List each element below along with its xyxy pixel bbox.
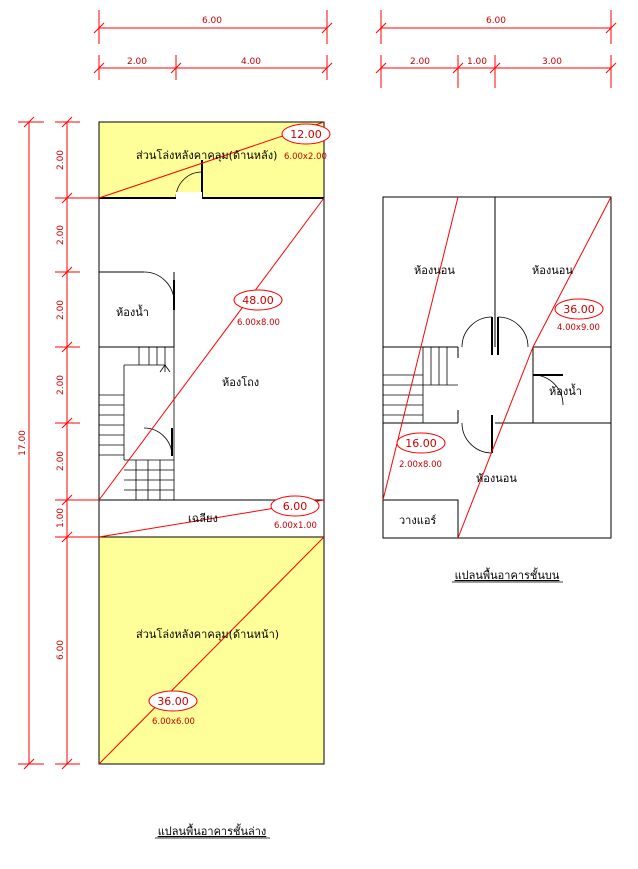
room-label-hall: ห้องโถง bbox=[222, 375, 259, 389]
upper-width-part: 1.00 bbox=[467, 57, 487, 67]
ground-depth-part: 2.00 bbox=[56, 300, 66, 320]
ground-width-part: 2.00 bbox=[127, 57, 147, 67]
area-diagonal-upper-3 bbox=[382, 196, 459, 501]
area-diagonal-main bbox=[98, 197, 325, 501]
rear-door bbox=[175, 160, 203, 200]
room-label-upper-bathroom: ห้องน้ำ bbox=[549, 383, 582, 398]
ground-depth-dimensions bbox=[18, 116, 99, 770]
ground-staircase bbox=[98, 346, 175, 501]
area-diagonal-upper-2 bbox=[457, 346, 534, 539]
area-calc: 4.00x9.00 bbox=[557, 323, 600, 333]
ground-width-part: 4.00 bbox=[241, 57, 261, 67]
area-value: 48.00 bbox=[242, 294, 274, 307]
area-calc: 6.00x8.00 bbox=[237, 318, 280, 328]
area-badge: 6.00 6.00x1.00 bbox=[270, 495, 320, 531]
ground-depth-total: 17.00 bbox=[18, 430, 28, 456]
area-badge: 36.00 4.00x9.00 bbox=[554, 298, 604, 333]
area-calc: 6.00x1.00 bbox=[274, 521, 317, 531]
ground-depth-part: 2.00 bbox=[56, 150, 66, 170]
porch-area bbox=[98, 499, 325, 538]
area-badge: 36.00 6.00x6.00 bbox=[148, 690, 198, 727]
ground-depth-part: 2.00 bbox=[56, 375, 66, 395]
upper-floor-plan: ห้องนอน ห้องนอน ห้องน้ำ ห้องนอน วางแอร์ … bbox=[375, 10, 617, 583]
ground-width-total: 6.00 bbox=[202, 16, 222, 26]
upper-width-total: 6.00 bbox=[486, 16, 506, 26]
upper-width-dimensions bbox=[375, 10, 617, 88]
area-badge: 16.00 2.00x8.00 bbox=[396, 432, 446, 470]
upper-building-outline bbox=[382, 196, 612, 539]
area-value: 36.00 bbox=[563, 303, 595, 316]
room-label-ac-space: วางแอร์ bbox=[399, 514, 436, 527]
ground-depth-part: 1.00 bbox=[56, 508, 66, 528]
room-label-porch: เฉลียง bbox=[188, 512, 218, 525]
area-calc: 2.00x8.00 bbox=[399, 460, 442, 470]
ground-width-dimensions bbox=[93, 10, 333, 80]
ground-floor-title: แปลนพื้นอาคารชั้นล่าง bbox=[158, 823, 267, 838]
upper-doors bbox=[461, 316, 564, 454]
room-label-bedroom-3: ห้องนอน bbox=[476, 472, 517, 485]
area-value: 16.00 bbox=[405, 437, 437, 450]
area-badge: 12.00 6.00x2.00 bbox=[281, 123, 331, 162]
upper-walls bbox=[382, 197, 611, 539]
area-diagonal-front bbox=[98, 536, 325, 765]
room-label-bedroom-2: ห้องนอน bbox=[532, 264, 573, 277]
ground-depth-part: 6.00 bbox=[56, 640, 66, 660]
area-value: 36.00 bbox=[157, 695, 189, 708]
area-calc: 6.00x2.00 bbox=[284, 152, 327, 162]
upper-floor-title: แปลนพื้นอาคารชั้นบน bbox=[455, 567, 560, 582]
area-value: 12.00 bbox=[290, 128, 322, 141]
room-label-rear-setback: ส่วนโล่งหลังคาคลุม(ด้านหลัง) bbox=[136, 148, 277, 162]
ground-floor-plan: ส่วนโล่งหลังคาคลุม(ด้านหลัง) ห้องน้ำ ห้อ… bbox=[18, 10, 333, 839]
room-label-ground-bathroom: ห้องน้ำ bbox=[116, 304, 149, 319]
area-value: 6.00 bbox=[283, 500, 308, 513]
room-label-front-setback: ส่วนโล่งหลังคาคลุม(ด้านหน้า) bbox=[136, 627, 279, 641]
ground-depth-part: 2.00 bbox=[56, 451, 66, 471]
area-badge: 48.00 6.00x8.00 bbox=[233, 289, 283, 328]
area-diagonal-upper-1 bbox=[532, 196, 612, 348]
room-label-bedroom-1: ห้องนอน bbox=[414, 264, 455, 277]
ground-depth-part: 2.00 bbox=[56, 225, 66, 245]
upper-width-part: 3.00 bbox=[542, 57, 562, 67]
upper-width-part: 2.00 bbox=[410, 57, 430, 67]
area-calc: 6.00x6.00 bbox=[152, 717, 195, 727]
upper-staircase bbox=[383, 347, 458, 423]
